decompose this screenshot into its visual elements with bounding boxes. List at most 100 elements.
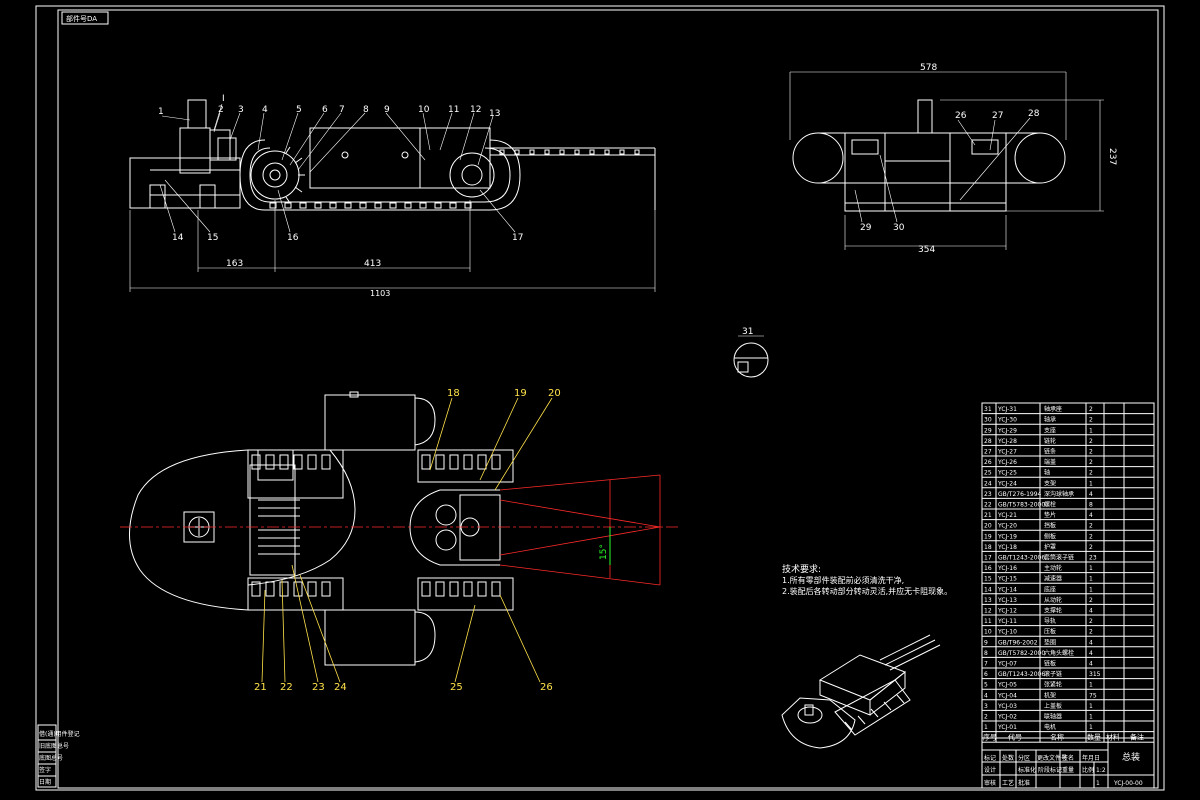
bom-cell-code: GB/T96-2002 bbox=[998, 639, 1038, 646]
bom-cell-code: YCJ-01 bbox=[997, 724, 1017, 731]
bom-cell-qty: 4 bbox=[1089, 608, 1093, 615]
inner-frame bbox=[57, 9, 1159, 789]
note-line-2: 2.装配后各转动部分转动灵活,并应无卡阻现象。 bbox=[782, 586, 952, 596]
bom-cell-qty: 2 bbox=[1089, 459, 1093, 466]
bom-cell-no: 23 bbox=[984, 491, 992, 498]
bom-cell-no: 1 bbox=[984, 724, 988, 731]
bom-cell-name: 上盖板 bbox=[1044, 702, 1062, 710]
bom-cell-code: YCJ-18 bbox=[997, 544, 1017, 551]
dim-163: 163 bbox=[226, 259, 243, 269]
bom-cell-no: 20 bbox=[984, 523, 992, 530]
bom-cell-no: 22 bbox=[984, 502, 992, 509]
svg-text:旧底图总号: 旧底图总号 bbox=[39, 742, 69, 750]
bom-cell-name: 端盖 bbox=[1044, 458, 1056, 466]
chain-links-top bbox=[499, 149, 640, 155]
side-view: 163 413 1103 1 I 2 3 4 5 bbox=[129, 94, 656, 298]
bom-cell-code: YCJ-20 bbox=[997, 523, 1017, 530]
callout-side-3: 3 bbox=[238, 105, 244, 115]
bom-cell-code: YCJ-26 bbox=[997, 459, 1017, 466]
bom-cell-name: 联轴器 bbox=[1044, 713, 1062, 721]
detail-31: 31 bbox=[733, 327, 769, 378]
note-title: 技术要求: bbox=[782, 563, 821, 575]
bom-cell-no: 12 bbox=[984, 608, 992, 615]
bom-cell-name: 支撑轮 bbox=[1044, 607, 1062, 615]
callout-side-14: 14 bbox=[172, 233, 184, 243]
bom-cell-no: 14 bbox=[984, 586, 992, 593]
plan-center-gear-lines bbox=[258, 499, 300, 555]
callout-side-15: 15 bbox=[207, 233, 218, 243]
bom-cell-name: 从动轮 bbox=[1044, 596, 1062, 604]
dim-578: 578 bbox=[920, 63, 937, 73]
title-block-label-11: 阶段标记 bbox=[1038, 766, 1062, 774]
bom-cell-qty: 1 bbox=[1089, 703, 1093, 710]
title-block-label-6: 设计 bbox=[984, 766, 996, 774]
bom-cell-name: 链条 bbox=[1044, 448, 1056, 456]
bom-cell-name: 轴承座 bbox=[1044, 405, 1062, 413]
bom-cell-code: YCJ-16 bbox=[997, 565, 1017, 572]
end-view: 578 354 237 26 27 28 29 30 bbox=[789, 63, 1117, 255]
bom-cell-name: 链轮 bbox=[1044, 437, 1056, 445]
svg-text:签字: 签字 bbox=[39, 766, 51, 774]
bom-cell-no: 25 bbox=[984, 470, 992, 477]
bom-cell-name: 张紧轮 bbox=[1044, 681, 1062, 689]
callout-plan-22: 22 bbox=[280, 682, 293, 693]
bom-cell-qty: 1 bbox=[1089, 586, 1093, 593]
sheet-tag: 部件号DA bbox=[66, 14, 97, 23]
side-view-leaders bbox=[159, 103, 516, 233]
bom-cell-no: 29 bbox=[984, 427, 992, 434]
title-block-label-0: 标记 bbox=[984, 754, 996, 762]
title-block-label-7: 审核 bbox=[984, 779, 996, 787]
iso-track-links bbox=[844, 694, 905, 731]
title-block-label-4: 签名 bbox=[1062, 754, 1074, 762]
bom-cell-qty: 1 bbox=[1089, 714, 1093, 721]
callout-side-2: 2 bbox=[218, 105, 224, 115]
callout-side-12: 12 bbox=[470, 105, 481, 115]
bom-cell-name: 减速器 bbox=[1044, 575, 1062, 583]
detail-label-31: 31 bbox=[742, 327, 753, 337]
bom-cell-no: 11 bbox=[984, 618, 992, 625]
svg-text:借(通)用件登记: 借(通)用件登记 bbox=[39, 730, 80, 738]
title-block-label-10: 批准 bbox=[1018, 779, 1030, 787]
bom-cell-code: YCJ-03 bbox=[997, 703, 1017, 710]
bom-cell-name: 垫片 bbox=[1044, 511, 1056, 519]
bom-cell-qty: 1 bbox=[1089, 565, 1093, 572]
callout-side-6: 6 bbox=[322, 105, 328, 115]
bom-cell-code: YCJ-15 bbox=[997, 576, 1017, 583]
bom-cell-qty: 1 bbox=[1089, 480, 1093, 487]
callout-side-9: 9 bbox=[384, 105, 390, 115]
bom-cell-code: YCJ-02 bbox=[997, 714, 1017, 721]
bom-cell-code: YCJ-05 bbox=[997, 682, 1017, 689]
bom-cell-qty: 8 bbox=[1089, 502, 1093, 509]
bom-header-qty: 数量 bbox=[1087, 733, 1101, 742]
bom-cell-qty: 2 bbox=[1089, 470, 1093, 477]
isometric-view bbox=[781, 634, 941, 749]
bom-cell-name: 主动轮 bbox=[1044, 564, 1062, 572]
drawing-sheet: 1 bbox=[1096, 780, 1100, 787]
sheet-tag-box bbox=[61, 11, 109, 25]
bom-cell-code: YCJ-25 bbox=[997, 470, 1017, 477]
plan-left-track-links bbox=[251, 454, 331, 597]
bom-cell-name: 深沟球轴承 bbox=[1044, 490, 1074, 498]
bom-cell-no: 13 bbox=[984, 597, 992, 604]
bom-cell-no: 28 bbox=[984, 438, 992, 445]
callout-plan-20: 20 bbox=[548, 388, 561, 399]
bom-cell-name: 轴 bbox=[1044, 469, 1050, 477]
drawing-name: 总装 bbox=[1122, 751, 1140, 763]
callout-end-26: 26 bbox=[955, 111, 967, 121]
callout-side-7: 7 bbox=[339, 105, 345, 115]
svg-text:底图总号: 底图总号 bbox=[39, 754, 63, 762]
bom-row: 25 YCJ-25 轴 2 bbox=[982, 469, 1154, 478]
bom-cell-name: 六角头螺栓 bbox=[1044, 649, 1074, 657]
